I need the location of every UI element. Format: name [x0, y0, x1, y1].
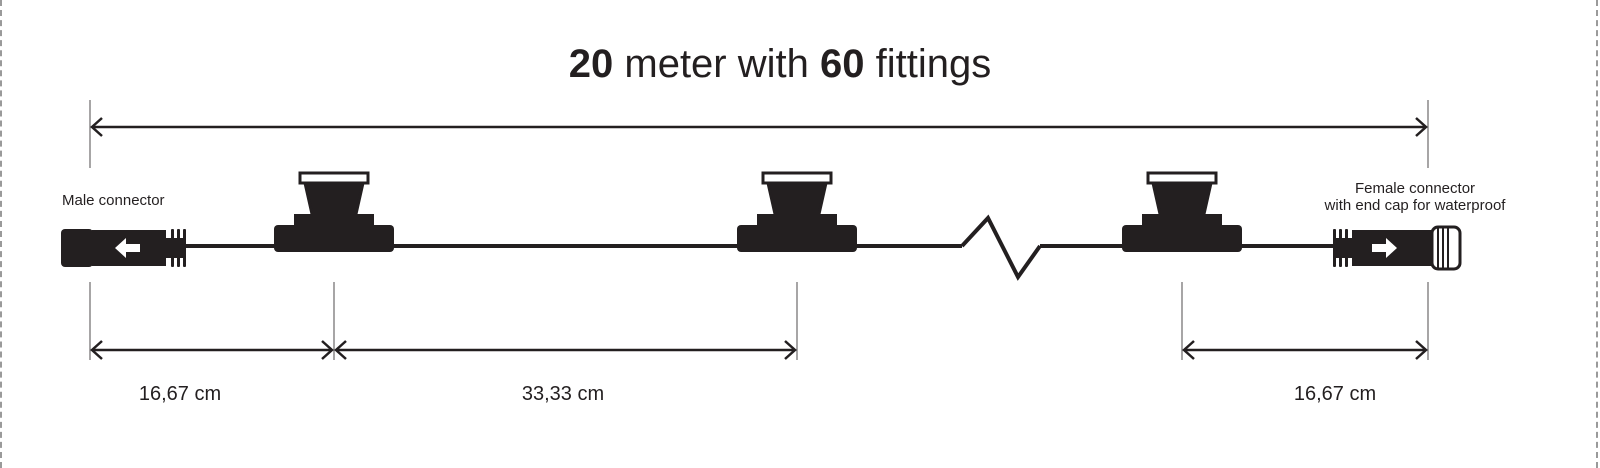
arrow-right-icon — [1372, 238, 1397, 258]
title-length-value: 20 — [568, 42, 614, 86]
last-spacing-dimension — [1181, 282, 1429, 360]
title-fittings-text: fittings — [875, 42, 992, 86]
last-spacing-label: 16,67 cm — [1293, 383, 1377, 405]
fitting-first — [272, 171, 396, 254]
middle-spacing-dimension — [334, 282, 798, 360]
end-cap — [1430, 225, 1462, 271]
female-connector-label: Female connector with end cap for waterp… — [1300, 180, 1530, 214]
fitting-last — [1120, 171, 1244, 254]
right-dashed-border — [1596, 0, 1598, 468]
diagram-title: 20 meter with 60 fittings — [0, 42, 1560, 87]
female-connector-label-line2: with end cap for waterproof — [1324, 197, 1506, 214]
middle-spacing-label: 33,33 cm — [521, 383, 605, 405]
first-spacing-dimension — [89, 282, 335, 360]
total-length-dimension — [89, 100, 1429, 168]
title-fittings-value: 60 — [820, 42, 865, 86]
male-connector — [61, 229, 186, 267]
left-dashed-border — [0, 0, 2, 468]
fitting-second — [735, 171, 859, 254]
arrow-left-icon — [115, 238, 140, 258]
female-connector — [1333, 225, 1462, 271]
title-length-text: meter with — [624, 42, 809, 86]
female-connector-label-line1: Female connector — [1354, 180, 1476, 197]
first-spacing-label: 16,67 cm — [138, 383, 222, 405]
male-connector-label: Male connector — [62, 192, 165, 209]
